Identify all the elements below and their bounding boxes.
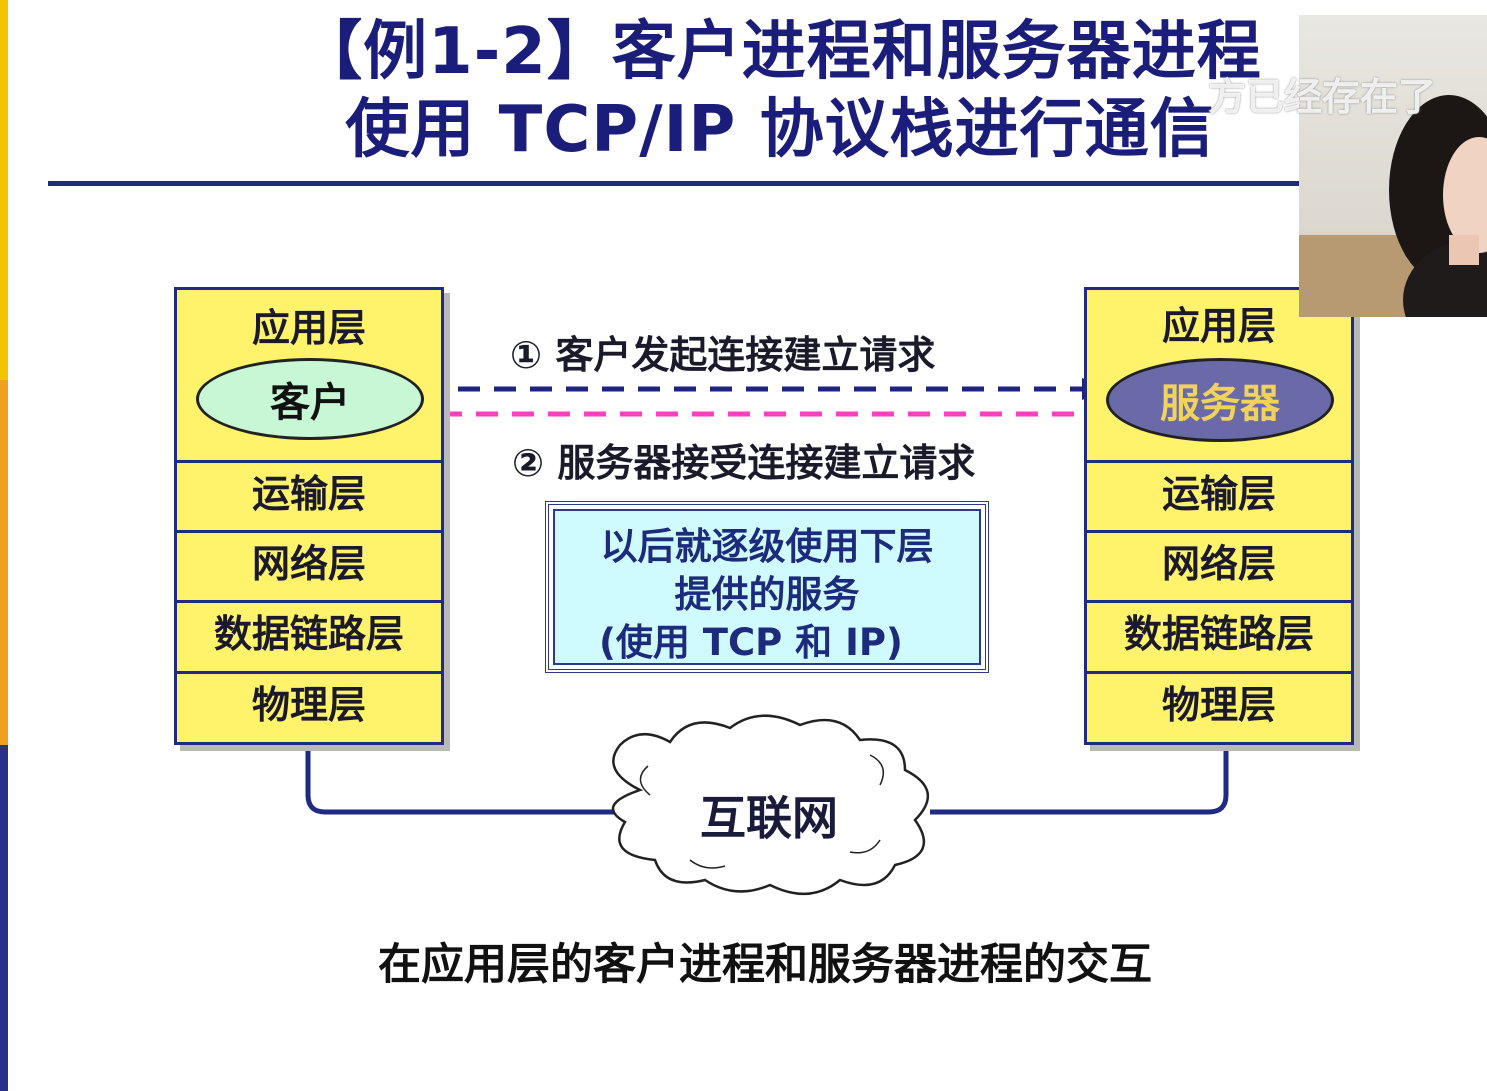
client-divider-3 <box>177 600 441 603</box>
client-layer-transport: 运输层 <box>177 470 441 518</box>
accept-label: ② 服务器接受连接建立请求 <box>512 432 975 487</box>
server-layer-transport: 运输层 <box>1087 470 1351 518</box>
left-network-line <box>308 745 620 812</box>
presenter-avatar-icon <box>1299 15 1487 317</box>
client-layer-application: 应用层 <box>177 304 441 352</box>
video-subtitle-overlay: 方已经存在了 <box>1208 66 1436 121</box>
note-box: 以后就逐级使用下层 提供的服务 (使用 TCP 和 IP) <box>545 501 989 673</box>
server-layer-network: 网络层 <box>1087 540 1351 588</box>
internet-label: 互联网 <box>700 782 838 848</box>
client-protocol-stack: 应用层 运输层 网络层 数据链路层 物理层 <box>174 287 444 745</box>
server-process-ellipse: 服务器 <box>1106 358 1334 442</box>
diagram-caption: 在应用层的客户进程和服务器进程的交互 <box>0 930 1487 992</box>
client-layer-datalink: 数据链路层 <box>177 610 441 658</box>
server-divider-3 <box>1087 600 1351 603</box>
client-divider-1 <box>177 460 441 463</box>
server-layer-physical: 物理层 <box>1087 681 1351 729</box>
client-layer-physical: 物理层 <box>177 681 441 729</box>
server-divider-2 <box>1087 530 1351 533</box>
note-line-1: 以后就逐级使用下层 <box>555 511 979 571</box>
client-divider-4 <box>177 671 441 674</box>
server-layer-datalink: 数据链路层 <box>1087 610 1351 658</box>
right-network-line <box>930 745 1226 812</box>
note-line-2: 提供的服务 <box>555 571 979 619</box>
client-process-ellipse: 客户 <box>196 358 424 440</box>
note-line-3: (使用 TCP 和 IP) <box>555 619 979 667</box>
server-divider-4 <box>1087 671 1351 674</box>
client-layer-network: 网络层 <box>177 540 441 588</box>
client-divider-2 <box>177 530 441 533</box>
server-divider-1 <box>1087 460 1351 463</box>
server-protocol-stack: 应用层 运输层 网络层 数据链路层 物理层 <box>1084 287 1354 745</box>
request-label: ① 客户发起连接建立请求 <box>510 324 935 379</box>
presenter-webcam <box>1299 15 1487 317</box>
